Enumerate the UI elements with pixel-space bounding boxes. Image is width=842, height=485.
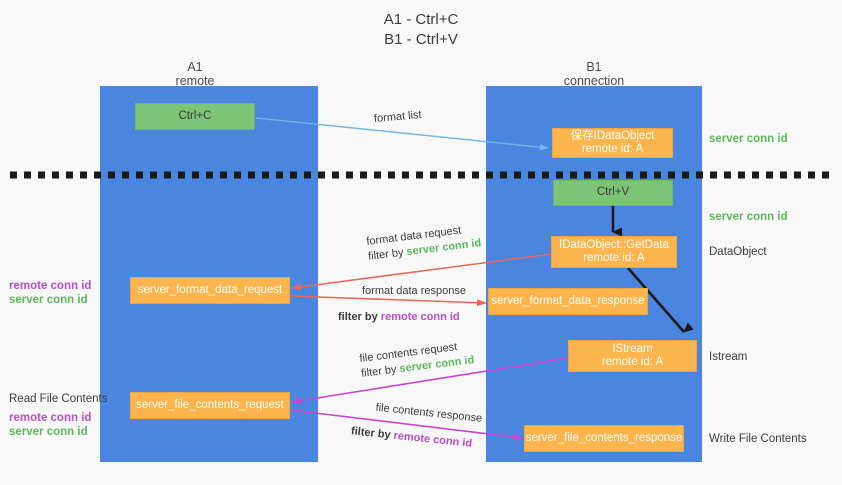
- edge-label-file-contents-response: file contents response filter by remote …: [350, 398, 483, 452]
- edge-fcresp-filter-prefix: filter by: [350, 425, 395, 442]
- box-istream-line2: remote id: A: [601, 356, 664, 368]
- box-save-idataobject-line1: 保存IDataObject: [570, 129, 655, 142]
- label-server-conn-id-mid: server conn id: [709, 211, 788, 223]
- edge-fcresp-line1: file contents response: [375, 401, 483, 425]
- box-ctrl-v[interactable]: Ctrl+V: [553, 180, 673, 206]
- title-line-1: A1 - Ctrl+C: [383, 11, 459, 28]
- column-header-b1: B1 connection: [486, 60, 702, 88]
- edge-format-data-response-line2: filter by remote conn id: [338, 310, 466, 325]
- label-istream: Istream: [709, 351, 748, 363]
- box-istream-line1: IStream: [612, 342, 653, 355]
- label-group-file-conn-ids: remote conn id server conn id: [9, 411, 91, 439]
- edge-format-data-response-line1: format data response: [362, 285, 466, 297]
- box-server-file-contents-response[interactable]: server_file_contents_response: [524, 425, 684, 452]
- box-ctrl-c[interactable]: Ctrl+C: [135, 103, 255, 130]
- box-server-file-contents-request[interactable]: server_file_contents_request: [130, 392, 290, 419]
- box-getdata-line1: IDataObject::GetData: [559, 238, 669, 251]
- box-server-format-data-response[interactable]: server_format_data_response: [488, 288, 648, 315]
- column-b1-sub: connection: [563, 74, 625, 88]
- box-getdata-line2: remote id: A: [583, 252, 645, 264]
- edge-fcreq-filter-prefix: filter by: [360, 363, 401, 380]
- label-remote-conn-id-1: remote conn id: [9, 280, 92, 292]
- label-group-format-conn-ids: remote conn id server conn id: [9, 279, 91, 307]
- edge-fdreq-filter-prefix: filter by: [367, 246, 408, 263]
- box-idataobject-getdata[interactable]: IDataObject::GetData remote id: A: [551, 236, 677, 268]
- edge-fdresp-filter-prefix: filter by: [338, 311, 381, 323]
- column-header-a1: A1 remote: [100, 60, 290, 88]
- edge-label-format-list: format list: [373, 108, 423, 126]
- edge-fdresp-filter-value: remote conn id: [380, 311, 460, 323]
- title-line-2: B1 - Ctrl+V: [384, 31, 458, 48]
- label-server-conn-id-2: server conn id: [9, 426, 88, 438]
- label-read-file-contents: Read File Contents: [9, 393, 108, 405]
- box-save-idataobject[interactable]: 保存IDataObject remote id: A: [552, 128, 673, 158]
- edge-label-file-contents-request: file contents request filter by server c…: [359, 338, 476, 382]
- label-write-file-contents: Write File Contents: [709, 433, 807, 445]
- label-remote-conn-id-2: remote conn id: [9, 412, 92, 424]
- box-istream[interactable]: IStream remote id: A: [568, 340, 697, 372]
- column-a1-name: A1: [187, 60, 203, 74]
- edge-label-format-data-response: format data response filter by remote co…: [338, 284, 466, 325]
- label-dataobject: DataObject: [709, 246, 767, 258]
- label-server-conn-id-top: server conn id: [709, 133, 788, 145]
- column-b1-name: B1: [586, 60, 602, 74]
- label-server-conn-id-1: server conn id: [9, 294, 88, 306]
- edge-label-format-data-request: format data request filter by server con…: [366, 221, 483, 265]
- column-a1-sub: remote: [175, 74, 215, 88]
- box-save-idataobject-line2: remote id: A: [581, 143, 644, 155]
- box-server-format-data-request[interactable]: server_format_data_request: [130, 277, 290, 304]
- page-title: A1 - Ctrl+C B1 - Ctrl+V: [0, 10, 842, 50]
- edge-fcresp-filter-value: remote conn id: [392, 429, 473, 450]
- edge-fcresp-line2: filter by remote conn id: [350, 424, 480, 452]
